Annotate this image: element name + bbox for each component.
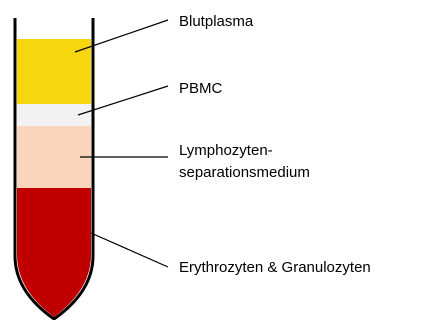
erythrocyte-granulocyte-layer (17, 188, 91, 317)
pbmc-label: PBMC (179, 80, 223, 97)
erythro-label: Erythrozyten & Granulozyten (179, 259, 371, 276)
medium-label-line1: Lymphozyten- (179, 142, 273, 159)
separation-medium-layer (17, 126, 91, 188)
plasma-leader-line (75, 20, 168, 52)
erythro-leader-line (91, 233, 168, 267)
medium-label-line2: separationsmedium (179, 164, 310, 181)
plasma-label: Blutplasma (179, 13, 254, 30)
plasma-layer (17, 39, 91, 104)
